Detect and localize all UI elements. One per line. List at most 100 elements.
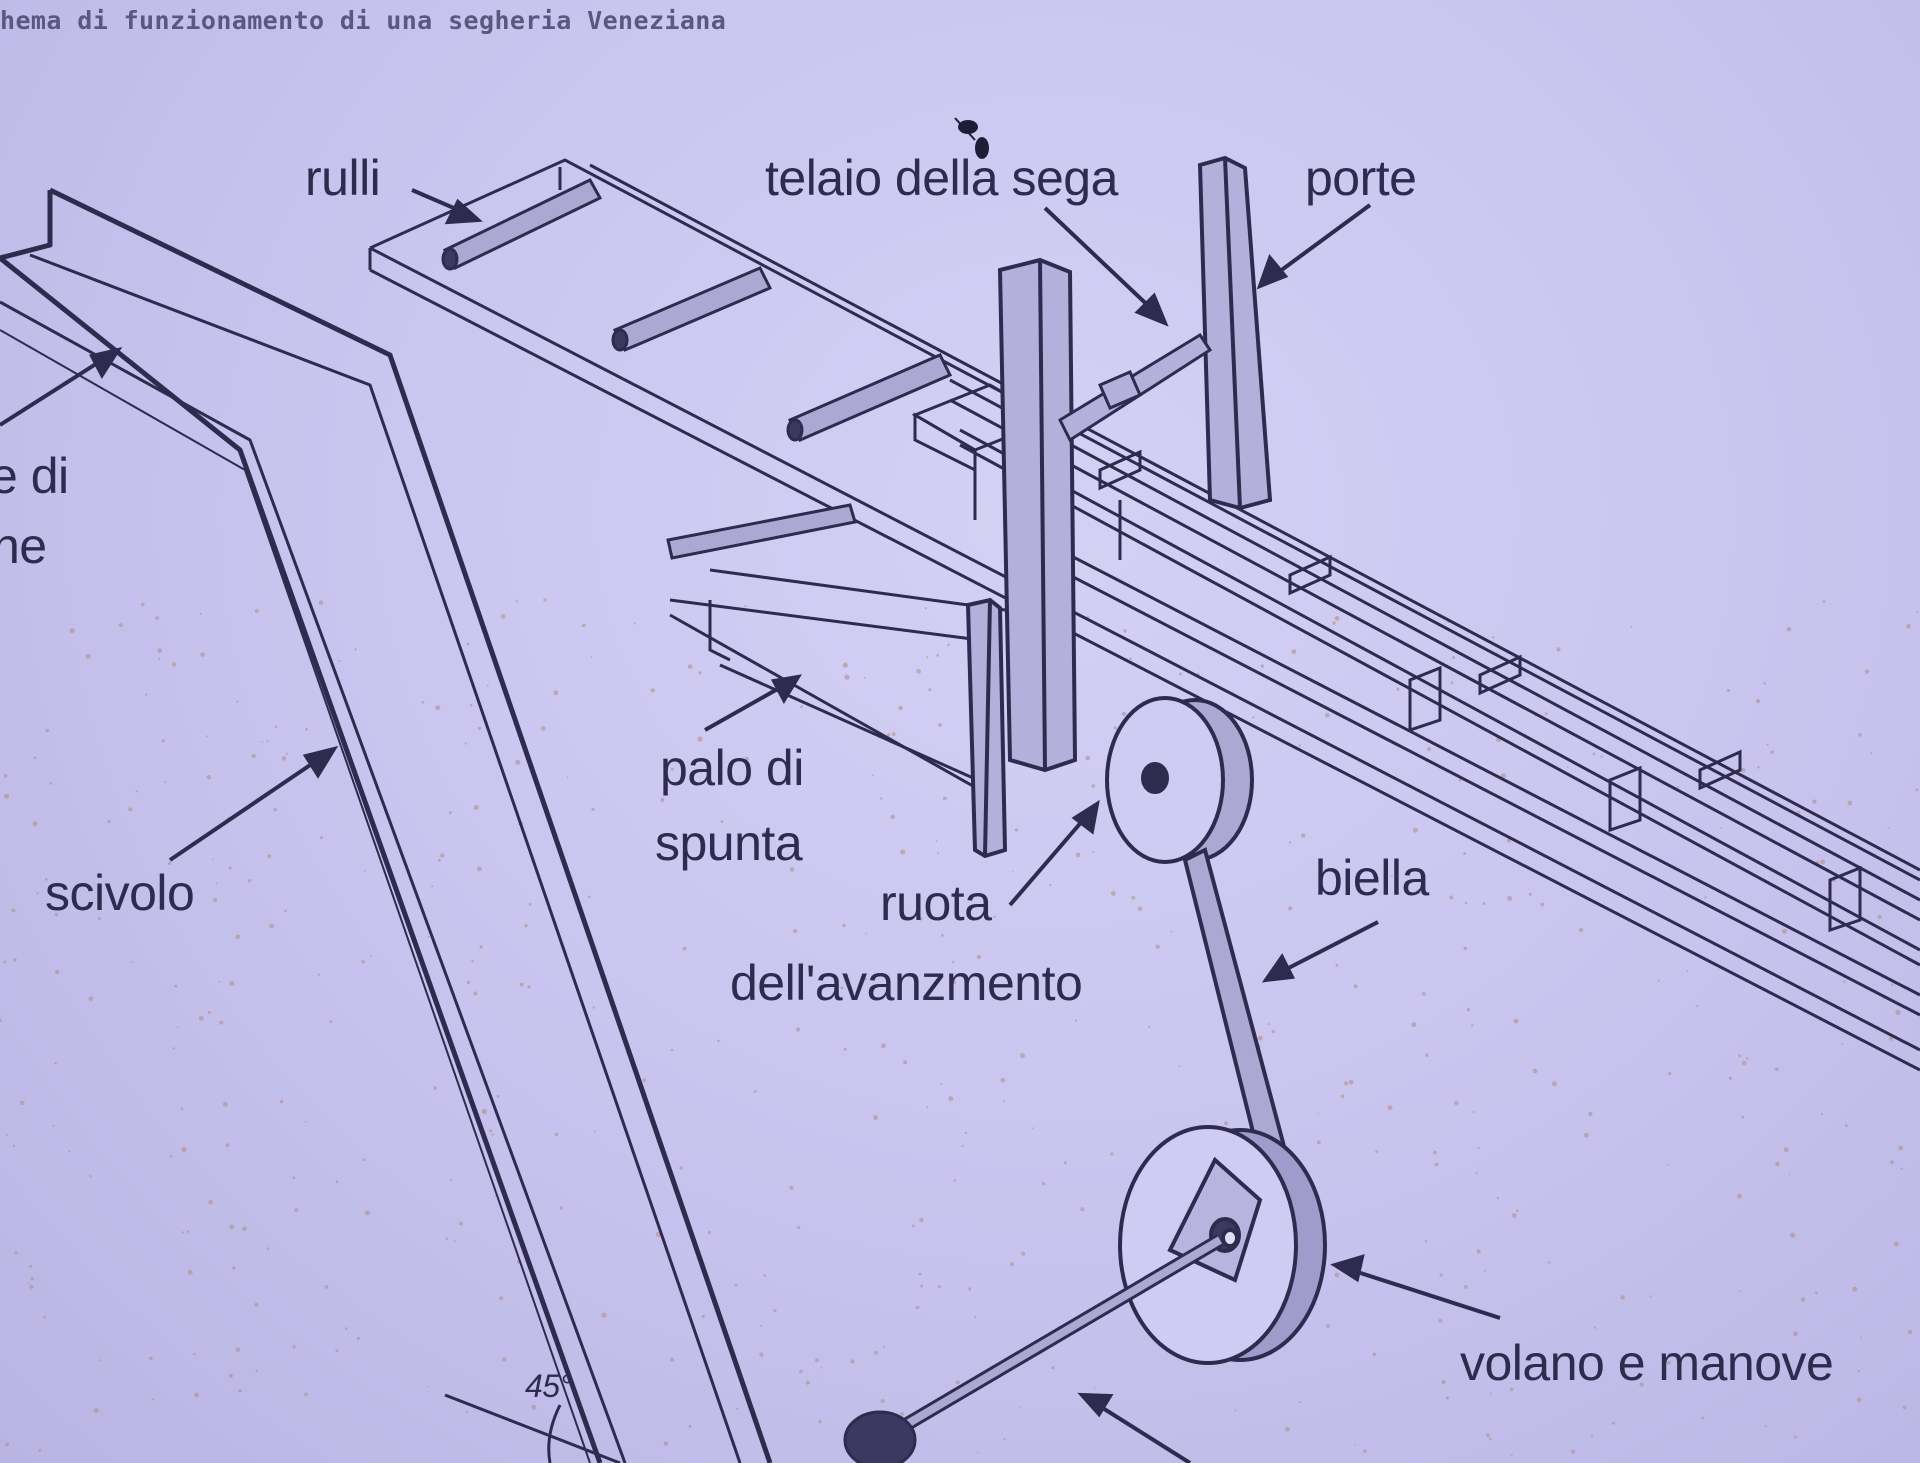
paper-speck	[473, 805, 479, 810]
paper-speck	[1789, 1232, 1796, 1238]
paper-speck	[1677, 785, 1680, 789]
paper-speck	[977, 1451, 979, 1454]
paper-speck	[1464, 901, 1468, 905]
paper-speck	[1010, 1262, 1015, 1267]
paper-speck	[435, 705, 441, 711]
paper-speck	[1781, 928, 1787, 934]
paper-speck	[151, 1398, 155, 1401]
paper-speck	[1463, 946, 1468, 951]
paper-speck	[3, 960, 6, 964]
paper-speck	[1906, 624, 1911, 629]
paper-speck	[1471, 1024, 1474, 1027]
paper-speck	[491, 1133, 494, 1136]
paper-speck	[1686, 970, 1689, 972]
paper-speck	[32, 821, 38, 827]
paper-speck	[1252, 716, 1255, 719]
paper-speck	[955, 1380, 960, 1385]
paper-speck	[356, 1336, 360, 1341]
paper-speck	[1510, 1454, 1513, 1457]
paper-speck	[1528, 892, 1532, 896]
paper-speck	[650, 688, 655, 693]
paper-speck	[1340, 1094, 1345, 1099]
paper-speck	[1822, 600, 1826, 603]
paper-speck	[873, 1115, 878, 1120]
paper-speck	[1783, 1147, 1789, 1153]
paper-speck	[1515, 1209, 1519, 1213]
paper-speck	[759, 1352, 764, 1357]
paper-speck	[292, 1176, 296, 1180]
paper-speck	[1466, 1008, 1471, 1012]
paper-speck	[519, 982, 524, 987]
paper-speck	[789, 867, 795, 872]
paper-speck	[1900, 1167, 1903, 1170]
paper-speck	[1452, 656, 1456, 659]
paper-speck	[318, 600, 324, 605]
paper-speck	[223, 1101, 228, 1107]
paper-speck	[43, 1315, 46, 1319]
paper-speck	[354, 648, 357, 651]
paper-speck	[1477, 1147, 1480, 1150]
paper-speck	[317, 973, 321, 976]
paper-speck	[199, 612, 202, 615]
paper-speck	[304, 1392, 308, 1397]
paper-speck	[559, 1206, 563, 1210]
label-cut-line1: e di	[0, 448, 69, 504]
paper-speck	[554, 1132, 559, 1137]
paper-speck	[338, 659, 341, 663]
paper-speck	[1738, 1054, 1742, 1058]
paper-speck	[1441, 1380, 1446, 1385]
paper-speck	[69, 628, 75, 634]
paper-speck	[880, 1399, 885, 1404]
paper-speck	[793, 928, 798, 934]
paper-speck	[1372, 1352, 1377, 1357]
paper-speck	[871, 774, 874, 777]
paper-speck	[1463, 852, 1466, 855]
paper-speck	[1786, 626, 1792, 632]
paper-speck	[471, 959, 474, 963]
angle-mark	[444, 1393, 621, 1463]
paper-speck	[450, 1178, 453, 1181]
paper-speck	[1000, 1077, 1006, 1083]
paper-speck	[1178, 1065, 1181, 1068]
paper-speck	[698, 671, 702, 675]
paper-speck	[98, 1359, 101, 1362]
paper-speck	[228, 1373, 233, 1378]
paper-speck	[880, 797, 883, 800]
label-porte: porte	[1305, 150, 1417, 206]
paper-speck	[754, 1090, 757, 1093]
paper-speck	[1438, 1318, 1443, 1323]
paper-speck	[1745, 1057, 1749, 1060]
paper-speck	[1726, 689, 1730, 692]
paper-speck	[145, 693, 148, 696]
paper-speck	[697, 736, 703, 742]
paper-speck	[218, 980, 221, 983]
paper-speck	[1092, 850, 1095, 854]
paper-speck	[1288, 906, 1293, 911]
paper-speck	[786, 843, 791, 848]
paper-speck	[1335, 963, 1339, 967]
paper-speck	[918, 1272, 922, 1276]
paper-speck	[1137, 906, 1143, 911]
paper-speck	[370, 955, 373, 957]
paper-speck	[200, 652, 205, 657]
paper-speck	[1864, 669, 1870, 674]
paper-speck	[1890, 1160, 1894, 1165]
paper-speck	[502, 1357, 507, 1362]
paper-speck	[141, 602, 145, 607]
paper-speck	[473, 991, 478, 996]
paper-speck	[12, 1144, 16, 1148]
paper-speck	[1588, 1111, 1593, 1116]
paper-speck	[553, 690, 559, 696]
paper-speck	[363, 869, 366, 872]
paper-speck	[1091, 784, 1096, 788]
paper-speck	[820, 1366, 823, 1369]
paper-speck	[254, 608, 259, 614]
paper-speck	[543, 598, 547, 602]
paper-speck	[181, 1231, 185, 1234]
paper-speck	[1630, 626, 1633, 628]
paper-speck	[1317, 1112, 1320, 1115]
paper-speck	[247, 879, 252, 883]
paper-speck	[427, 1385, 430, 1388]
paper-speck	[1882, 997, 1885, 1000]
paper-speck	[93, 1408, 99, 1413]
